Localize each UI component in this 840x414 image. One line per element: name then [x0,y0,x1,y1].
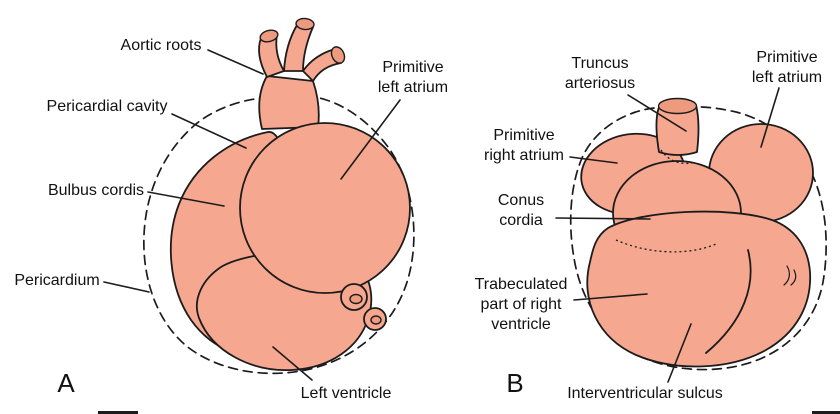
leader-primitive-right-atrium [569,156,618,164]
label-primitive-left-atrium-a-line2: left atrium [378,79,448,96]
truncus-opening [657,97,698,115]
panel-b: Truncus arteriosus Primitive left atrium… [475,49,827,402]
label-aortic-roots: Aortic roots [121,37,202,54]
trabeculated-right-ventricle-shape [586,210,811,368]
label-primitive-left-atrium-b-line2: left atrium [752,69,822,86]
label-pericardial-cavity: Pericardial cavity [47,98,168,115]
leader-trabeculated [573,293,648,301]
label-primitive-left-atrium-b-line1: Primitive [756,49,817,66]
leader-primitive-left-atrium-a [340,99,401,180]
panel-letter-b: B [506,368,523,398]
label-truncus-line2: arteriosus [565,75,635,92]
leader-interventricular-sulcus [667,323,692,383]
label-trabeculated-line1: Trabeculated [475,276,568,293]
aortic-root-opening-1 [259,29,279,43]
leader-conus-cordia [555,217,651,220]
aortic-stem-shape [258,75,320,130]
aortic-root-opening-2 [295,17,315,31]
label-conus-cordia-line2: cordia [499,212,543,229]
interventricular-sulcus-line [705,249,752,354]
primitive-left-atrium-shape-a [239,122,411,294]
dotted-contour-conus [615,239,717,253]
label-trabeculated-line2: part of right [481,296,562,313]
vessel-stub-2-opening [370,315,382,325]
pericardial-cavity-outline-a [143,94,415,375]
scan-artifact-right [812,411,840,414]
label-primitive-left-atrium-a-line1: Primitive [382,59,443,76]
leader-pericardial-cavity [171,113,247,149]
panel-letter-a: A [57,368,75,398]
truncus-arteriosus-shape [655,104,700,156]
leader-pericardium [103,281,150,293]
label-primitive-right-atrium-line2: right atrium [484,147,564,164]
pericardial-outline-b [569,106,827,371]
label-primitive-right-atrium-line1: Primitive [493,127,554,144]
leader-bulbus-cordis [147,191,225,207]
leader-primitive-left-atrium-b [760,87,780,148]
notation-squiggle [783,265,797,286]
label-pericardium: Pericardium [14,272,99,289]
leader-truncus-arteriosus [627,94,687,132]
leader-left-ventricle [272,346,313,381]
label-interventricular-sulcus: Interventricular sulcus [567,385,723,402]
label-conus-cordia-line1: Conus [498,192,544,209]
panel-a: Aortic roots Pericardial cavity Primitiv… [14,17,448,402]
vessel-stub-1-opening [349,293,363,305]
label-left-ventricle: Left ventricle [301,385,392,402]
leader-aortic-roots [207,49,264,75]
scan-artifact-left [98,411,138,414]
label-trabeculated-line3: ventricle [491,316,551,333]
aortic-root-opening-3 [330,46,346,64]
label-bulbus-cordis: Bulbus cordis [48,182,144,199]
label-truncus-line1: Truncus [571,55,628,72]
